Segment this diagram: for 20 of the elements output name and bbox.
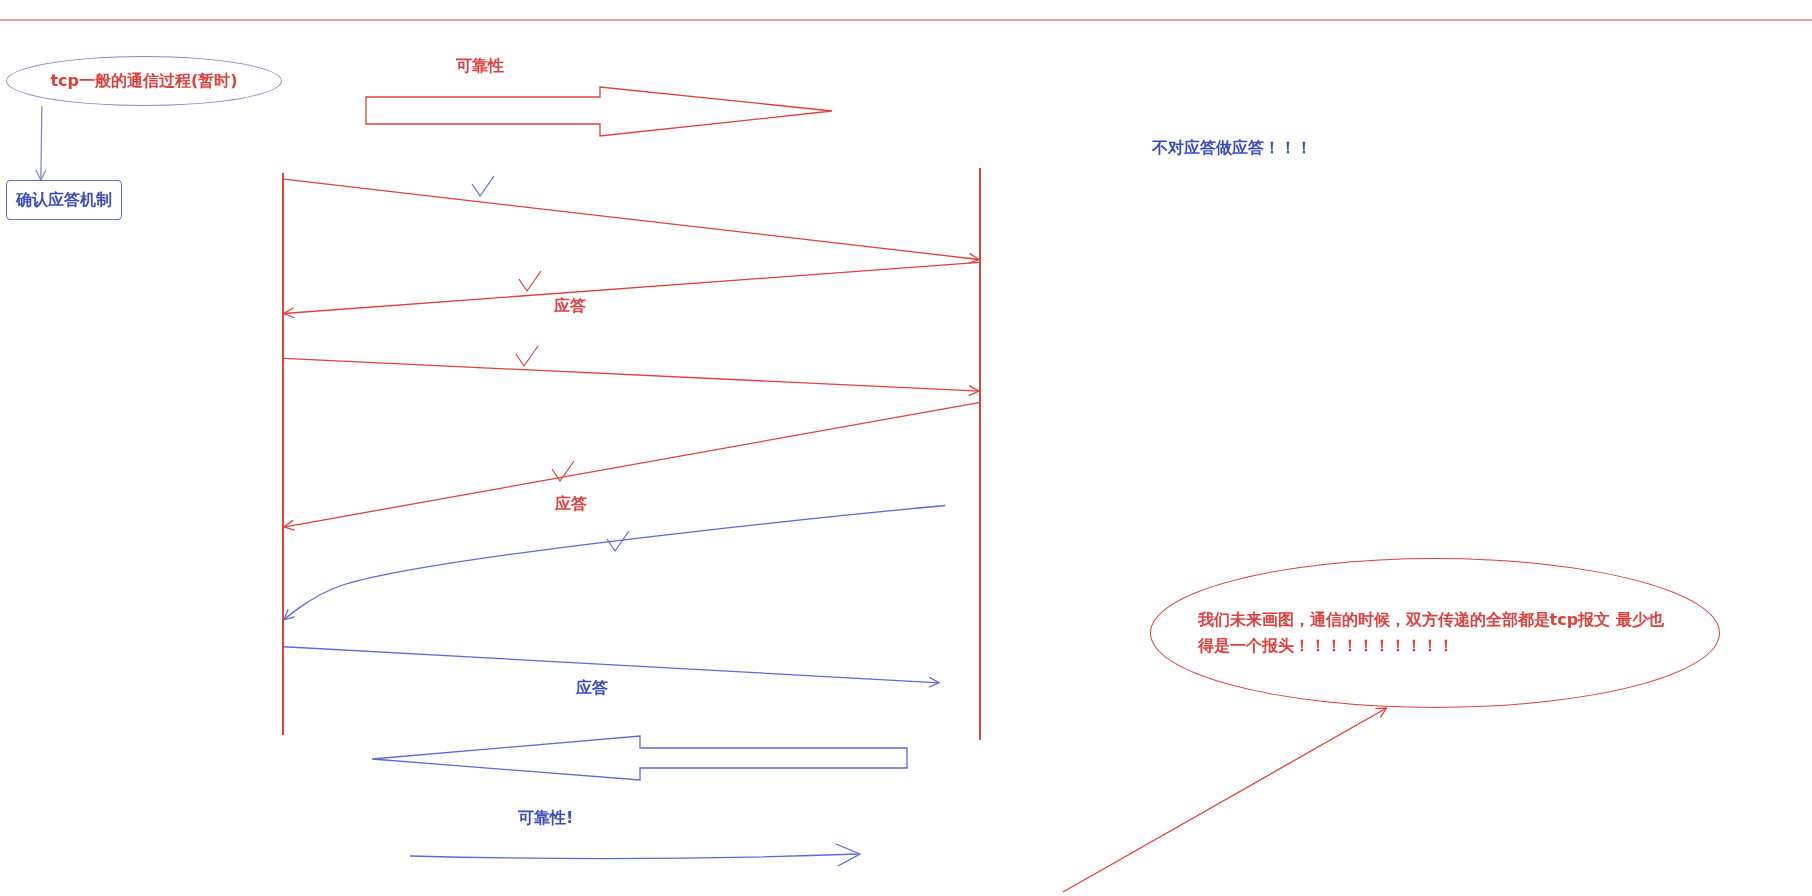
arrow <box>283 178 980 264</box>
arrow <box>283 504 946 621</box>
node-text: 确认应答机制 <box>15 189 113 212</box>
note-text: 可靠性 <box>456 56 504 77</box>
node-text: 我们未来画图，通信的时候，双方传递的全部都是tcp报文 最少也得是一个报头！！！！！！！！！！ <box>1196 609 1665 657</box>
arrow <box>35 105 47 181</box>
text-box <box>6 180 122 220</box>
arrow <box>283 401 980 531</box>
note-text: 不对应答做应答！！！ <box>1152 138 1312 159</box>
edge-label: 应答 <box>574 678 610 699</box>
arrow <box>283 357 980 397</box>
lifeline <box>979 168 981 740</box>
arrow <box>283 646 940 688</box>
edge-label: 应答 <box>553 494 589 515</box>
arrow <box>1062 707 1388 893</box>
note-text: 可靠性! <box>518 808 574 829</box>
node-text: tcp一般的通信过程(暂时) <box>49 70 239 93</box>
lifeline <box>282 173 284 735</box>
arrow <box>283 261 980 319</box>
edge-label: 应答 <box>552 296 588 317</box>
